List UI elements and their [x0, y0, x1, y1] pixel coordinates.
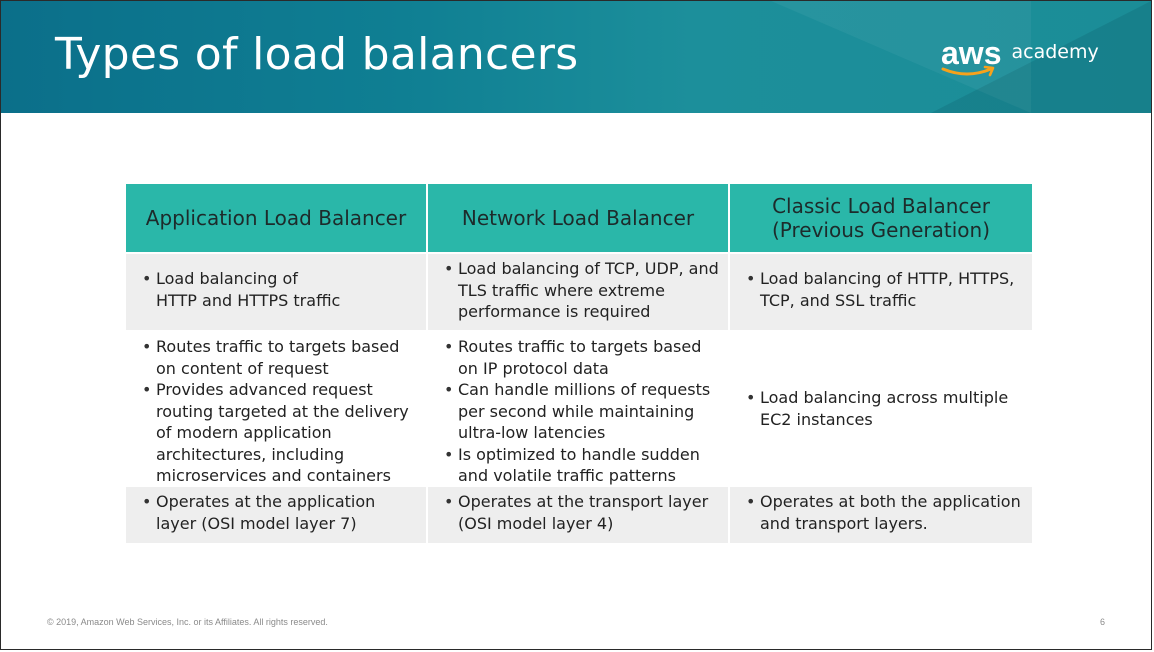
aws-academy-logo: aws academy [941, 35, 1099, 77]
bullet-item: Load balancing of HTTP, HTTPS, TCP, and … [738, 268, 1024, 311]
bullet-item: Load balancing across multiple EC2 insta… [738, 387, 1024, 430]
bullet-item: Routes traffic to targets based on IP pr… [436, 336, 720, 379]
smile-arrow-icon [941, 65, 995, 77]
bullet-item: Routes traffic to targets based on conte… [134, 336, 418, 379]
bullet-item: Load balancing of TCP, UDP, and TLS traf… [436, 258, 720, 323]
bullet-item: Is optimized to handle sudden and volati… [436, 444, 720, 487]
table-cell: Load balancing of HTTP, HTTPS, TCP, and … [730, 254, 1032, 330]
bullet-item: Provides advanced request routing target… [134, 379, 418, 487]
table-row: Load balancing of HTTP and HTTPS traffic… [126, 254, 1032, 332]
header-line: Network Load Balancer [461, 206, 695, 230]
bullet-item: Operates at both the application and tra… [738, 491, 1024, 534]
header-line: (Previous Generation) [771, 218, 991, 242]
copyright-footer: © 2019, Amazon Web Services, Inc. or its… [47, 617, 328, 627]
page-number: 6 [1100, 617, 1106, 627]
header-line: Classic Load Balancer [772, 194, 990, 218]
load-balancer-comparison-table: Application Load Balancer Network Load B… [126, 184, 1032, 543]
table-cell: Operates at both the application and tra… [730, 487, 1032, 543]
table-row: Routes traffic to targets based on conte… [126, 332, 1032, 487]
bullet-item: Can handle millions of requests per seco… [436, 379, 720, 444]
table-cell: Load balancing across multiple EC2 insta… [730, 332, 1032, 485]
header-line: Application Load Balancer [145, 206, 407, 230]
header-cell-network: Network Load Balancer [428, 184, 730, 252]
slide-title: Types of load balancers [55, 29, 579, 80]
logo-suffix: academy [1011, 41, 1099, 63]
table-row: Operates at the application layer (OSI m… [126, 487, 1032, 543]
table-header-row: Application Load Balancer Network Load B… [126, 184, 1032, 254]
table-cell: Load balancing of TCP, UDP, and TLS traf… [428, 254, 730, 330]
table-cell: Routes traffic to targets based on IP pr… [428, 332, 730, 485]
header-cell-classic: Classic Load Balancer (Previous Generati… [730, 184, 1032, 252]
table-cell: Operates at the transport layer (OSI mod… [428, 487, 730, 543]
header-cell-application: Application Load Balancer [126, 184, 428, 252]
bullet-item: Load balancing of HTTP and HTTPS traffic [134, 268, 418, 311]
title-banner: Types of load balancers aws academy [1, 1, 1151, 113]
table-cell: Operates at the application layer (OSI m… [126, 487, 428, 543]
bullet-item: Operates at the transport layer (OSI mod… [436, 491, 720, 534]
bullet-item: Operates at the application layer (OSI m… [134, 491, 418, 534]
table-cell: Routes traffic to targets based on conte… [126, 332, 428, 485]
logo-wordmark: aws [941, 35, 1002, 71]
table-cell: Load balancing of HTTP and HTTPS traffic [126, 254, 428, 330]
